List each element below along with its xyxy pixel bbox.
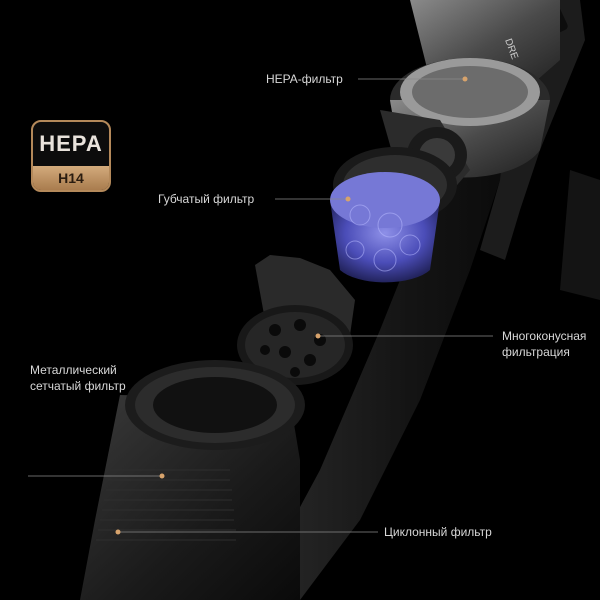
- label-multicone-line2: фильтрация: [502, 345, 570, 359]
- label-mesh-line2: сетчатый фильтр: [30, 379, 126, 393]
- dust-cup-part: [80, 360, 305, 600]
- multicone-part: [237, 255, 355, 385]
- sponge-filter-part: [330, 147, 457, 283]
- label-sponge-filter: Губчатый фильтр: [158, 192, 255, 206]
- badge-hepa-text: HEPA: [39, 131, 103, 156]
- hepa-h14-badge: HEPA H14: [31, 120, 111, 192]
- callout-dots: [115, 76, 468, 535]
- callout-lines: [28, 78, 493, 533]
- label-multicone-line1: Многоконусная: [502, 329, 587, 343]
- label-hepa-filter: HEPA-фильтр: [266, 72, 343, 86]
- badge-h14-text: H14: [33, 166, 109, 190]
- label-cyclone-filter: Циклонный фильтр: [384, 525, 492, 539]
- label-mesh-line1: Металлический: [30, 363, 117, 377]
